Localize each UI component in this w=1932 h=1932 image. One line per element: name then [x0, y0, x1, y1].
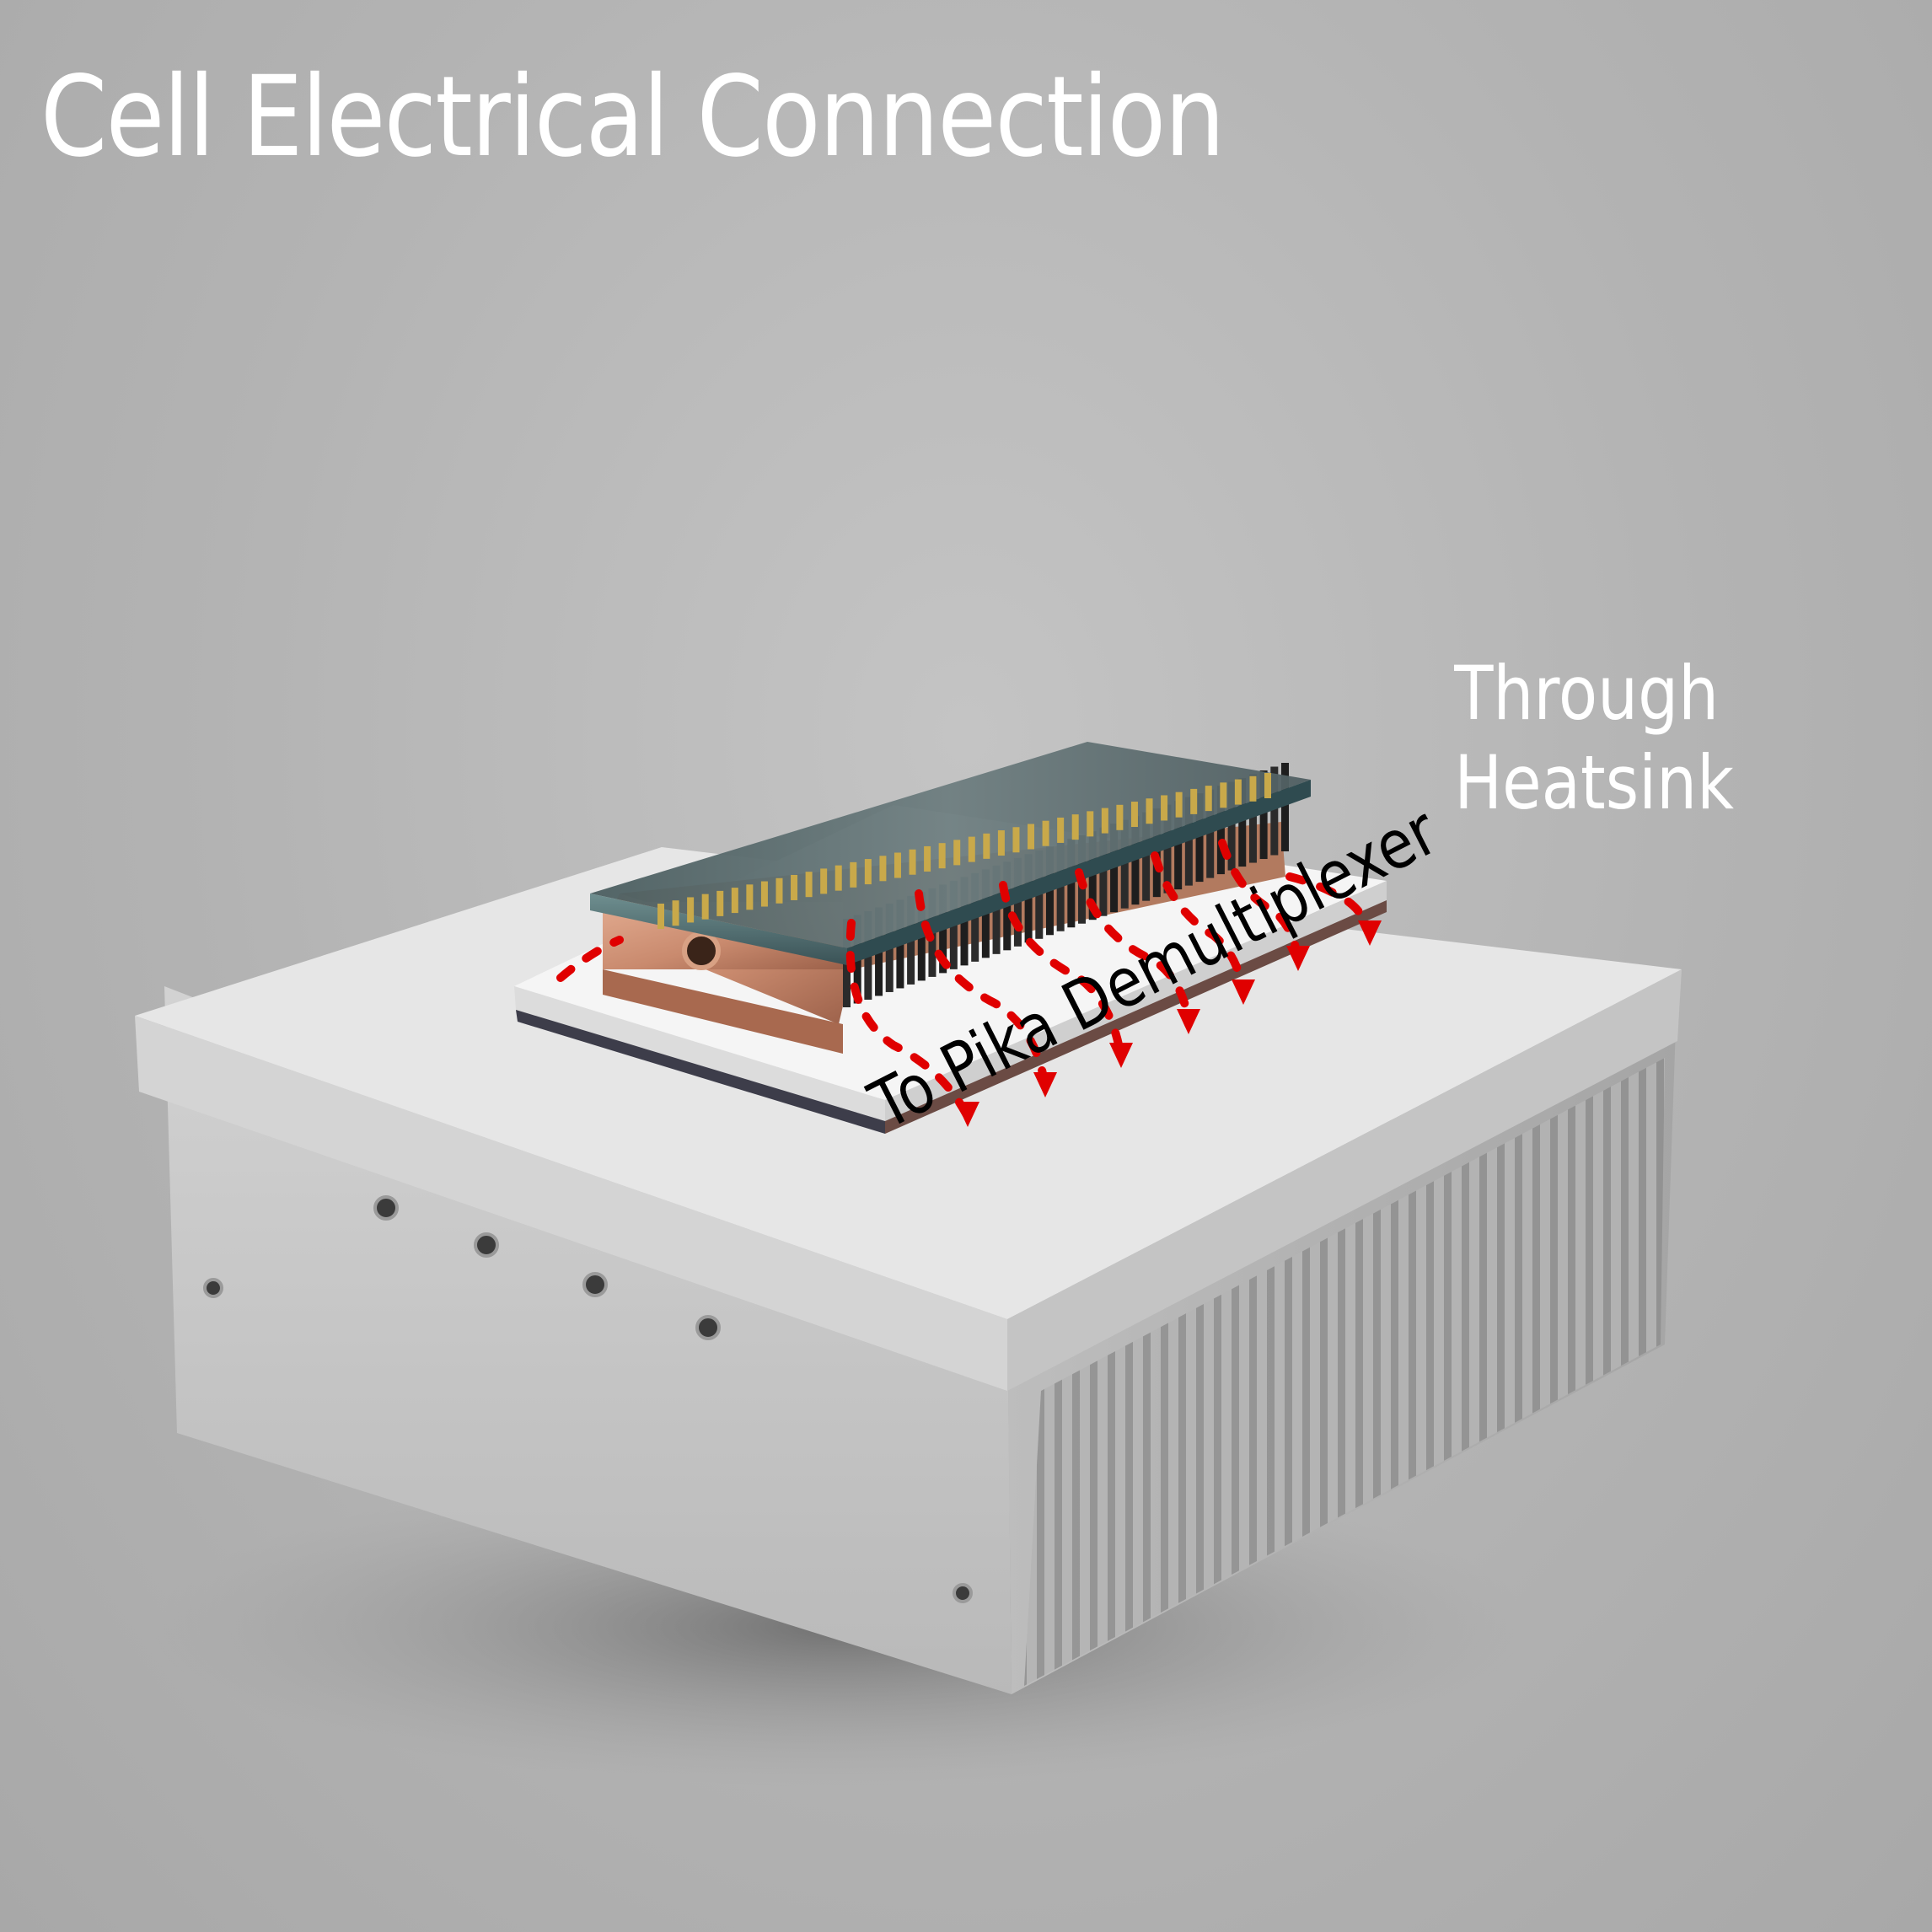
red-dashed-arrow: [556, 936, 624, 982]
gold-pin-head: [1175, 792, 1183, 818]
gold-pin-head: [1116, 804, 1124, 830]
gold-pin-head: [1220, 782, 1227, 808]
heatsink-label: Heatsink: [1454, 739, 1734, 826]
gold-pin-head: [716, 890, 724, 916]
gold-pin-head: [1057, 817, 1065, 843]
gold-pin-head: [775, 877, 783, 904]
gold-pin-head: [1028, 824, 1035, 850]
glass-edge: [590, 894, 847, 965]
glass-top: [590, 742, 1311, 948]
arrow-head: [1232, 979, 1255, 1005]
gold-pin-head: [746, 884, 754, 910]
pogo-pin: [1206, 789, 1215, 878]
gold-pin-head: [1190, 788, 1198, 814]
gold-pin-head: [1130, 802, 1138, 828]
gold-pin-head: [1161, 795, 1168, 821]
gold-pin-head: [657, 904, 664, 929]
gold-pin-head: [760, 881, 768, 907]
gold-pin-head: [894, 852, 901, 878]
gold-pin-head: [864, 859, 872, 885]
gold-pin-head: [983, 833, 990, 859]
pogo-pin: [1184, 797, 1193, 886]
arrow-head: [1358, 920, 1382, 946]
gold-pin-head: [909, 849, 916, 875]
ceramic-board-edge-right: [885, 881, 1387, 1121]
gold-pin-head: [879, 856, 887, 882]
gold-pin-head: [1012, 827, 1020, 853]
through-heatsink-label: Through Heatsink: [1454, 649, 1734, 828]
page-title: Cell Electrical Connection: [40, 52, 1225, 182]
pogo-pin: [1163, 804, 1172, 894]
pogo-pin: [1174, 801, 1183, 890]
pogo-pin: [1216, 786, 1225, 875]
pogo-pin: [1131, 816, 1140, 905]
gold-pin-head: [1264, 773, 1271, 798]
gold-pin-head: [672, 900, 679, 926]
gold-pin-head: [1101, 808, 1108, 834]
pogo-pin: [1270, 766, 1279, 856]
gold-pin-head: [1249, 775, 1257, 802]
gold-pin-head: [997, 830, 1005, 856]
gold-pin-head: [791, 874, 798, 900]
gold-pin-head: [953, 840, 961, 866]
gold-pin-head: [701, 894, 709, 920]
gold-pin-head: [924, 845, 931, 872]
gold-pin-head: [1146, 798, 1153, 824]
gold-pin-head: [938, 843, 946, 869]
heatsink-lid-right: [1007, 969, 1682, 1391]
pogo-pin: [1227, 781, 1236, 871]
heatsink-fins: [1024, 1058, 1665, 1686]
arrow-head: [1177, 1009, 1200, 1034]
gold-pin-head: [835, 865, 842, 891]
gold-pin-head: [1234, 779, 1242, 805]
pogo-pin: [1259, 770, 1268, 860]
red-dashed-arrow: [1151, 851, 1248, 999]
arrow-head: [1286, 946, 1310, 971]
arrow-head: [956, 1102, 979, 1127]
red-dashed-arrow: [845, 919, 972, 1121]
red-dashed-arrow: [999, 881, 1125, 1062]
gold-pin-heads: [657, 773, 1271, 929]
gold-pin-head: [850, 861, 857, 888]
pogo-pin: [1238, 778, 1247, 867]
gold-pin-head: [820, 868, 828, 894]
gold-pin-head: [1205, 786, 1212, 812]
gold-pin-head: [731, 888, 738, 914]
current-path-arrows: [556, 839, 1382, 1127]
heatsink-lid-front: [135, 1016, 1007, 1391]
gold-pin-head: [968, 836, 975, 862]
peltier-pad-strip: [516, 900, 1387, 1134]
gold-pin-head: [1087, 811, 1094, 837]
arrow-head: [1109, 1043, 1133, 1068]
ceramic-board-edge: [514, 986, 885, 1121]
red-dashed-arrow: [1075, 868, 1193, 1028]
pogo-pin: [1248, 774, 1257, 863]
pogo-pin: [1142, 812, 1151, 901]
red-dashed-arrow: [915, 889, 1049, 1092]
holder-bore: [682, 931, 721, 970]
through-label: Through: [1454, 650, 1720, 737]
front-screws: [203, 1195, 973, 1603]
gold-pin-head: [1071, 814, 1079, 840]
gold-pin-head: [1042, 820, 1049, 846]
pogo-pin: [1281, 763, 1289, 851]
gold-pin-head: [687, 897, 695, 923]
arrow-head: [1033, 1072, 1057, 1097]
pogo-pin: [1195, 793, 1204, 883]
gold-pin-head: [805, 872, 813, 898]
